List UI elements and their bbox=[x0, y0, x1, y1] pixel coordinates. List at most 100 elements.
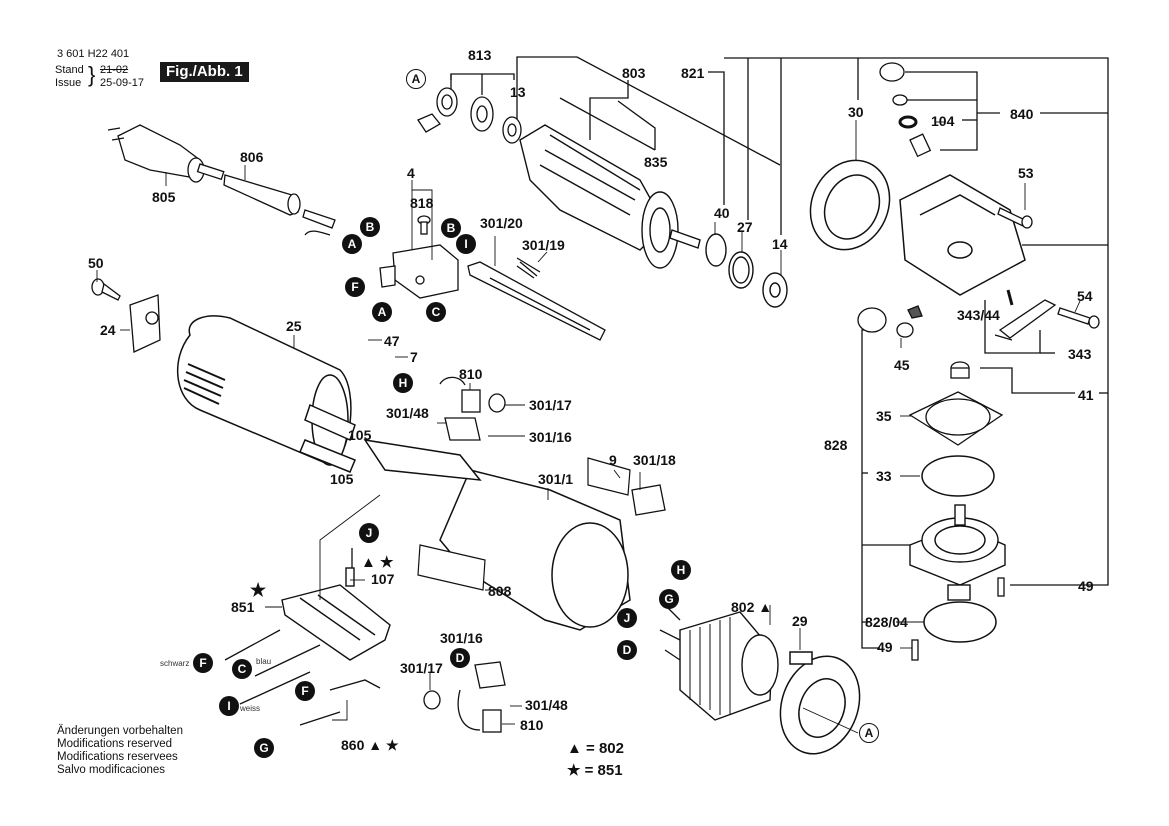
o-ring-33 bbox=[921, 455, 995, 497]
connector-c-blue: C bbox=[232, 659, 252, 679]
part-label-27[interactable]: 27 bbox=[737, 219, 753, 235]
part-label-301-16-lower[interactable]: 301/16 bbox=[440, 630, 483, 646]
part-label-802[interactable]: 802 ▲ bbox=[731, 599, 773, 615]
connector-c-switch: C bbox=[426, 302, 446, 322]
slide-bar-301-20 bbox=[467, 261, 606, 341]
part-label-49-right[interactable]: 49 bbox=[1078, 578, 1094, 594]
part-label-343[interactable]: 343 bbox=[1068, 346, 1092, 362]
part-label-821[interactable]: 821 bbox=[681, 65, 705, 81]
part-label-818[interactable]: 818 bbox=[410, 195, 434, 211]
part-label-107[interactable]: 107 bbox=[371, 571, 395, 587]
part-label-810-lower[interactable]: 810 bbox=[520, 717, 544, 733]
part-label-301-17-lower[interactable]: 301/17 bbox=[400, 660, 443, 676]
part-label-301-20[interactable]: 301/20 bbox=[480, 215, 523, 231]
part-label-343-44[interactable]: 343/44 bbox=[957, 307, 1000, 323]
leader-821 bbox=[708, 71, 725, 205]
part-label-808[interactable]: 808 bbox=[488, 583, 512, 599]
brace: } bbox=[88, 62, 96, 87]
part-label-54[interactable]: 54 bbox=[1077, 288, 1093, 304]
mark-107: ▲ ★ bbox=[361, 554, 394, 571]
air-guide-29 bbox=[779, 651, 861, 755]
part-label-9[interactable]: 9 bbox=[609, 452, 617, 468]
part-label-47[interactable]: 47 bbox=[384, 333, 400, 349]
part-label-45[interactable]: 45 bbox=[894, 357, 910, 373]
connector-a-open-bottom: A bbox=[859, 723, 879, 743]
stand-value: 21-02 bbox=[100, 64, 129, 76]
part-label-50[interactable]: 50 bbox=[88, 255, 104, 271]
part-label-24[interactable]: 24 bbox=[100, 322, 116, 338]
part-label-40[interactable]: 40 bbox=[714, 205, 730, 221]
connector-f-black: F bbox=[193, 653, 213, 673]
cord-sleeve-806 bbox=[223, 174, 336, 229]
part-label-29[interactable]: 29 bbox=[792, 613, 808, 629]
o-ring-828-04 bbox=[923, 601, 997, 643]
connector-f-switch: F bbox=[345, 277, 365, 297]
bearing-813 bbox=[417, 87, 522, 144]
part-label-835[interactable]: 835 bbox=[644, 154, 668, 170]
part-label-104[interactable]: 104 bbox=[931, 113, 955, 129]
part-label-803[interactable]: 803 bbox=[622, 65, 646, 81]
wire-color-black: schwarz bbox=[160, 659, 190, 668]
part-label-53[interactable]: 53 bbox=[1018, 165, 1034, 181]
part-label-860[interactable]: 860 ▲ ★ bbox=[341, 737, 399, 753]
part-label-301-19[interactable]: 301/19 bbox=[522, 237, 565, 253]
note-en: Modifications reserved bbox=[57, 738, 173, 750]
connector-h-brush: H bbox=[393, 373, 413, 393]
connector-h-field: H bbox=[671, 560, 691, 580]
part-label-13[interactable]: 13 bbox=[510, 84, 526, 100]
spindle-lock-30 bbox=[809, 159, 891, 251]
leader-13 bbox=[516, 56, 781, 166]
part-label-851[interactable]: 851 bbox=[231, 599, 255, 615]
part-label-828-04[interactable]: 828/04 bbox=[865, 614, 908, 630]
part-label-301-16-upper[interactable]: 301/16 bbox=[529, 429, 572, 445]
part-label-14[interactable]: 14 bbox=[772, 236, 788, 252]
part-label-35[interactable]: 35 bbox=[876, 408, 892, 424]
part-number: 3 601 H22 401 bbox=[57, 48, 130, 60]
wires bbox=[224, 230, 681, 726]
part-label-805[interactable]: 805 bbox=[152, 189, 176, 205]
connector-j-field: J bbox=[617, 608, 637, 628]
part-label-25[interactable]: 25 bbox=[286, 318, 302, 334]
connector-b-cord: B bbox=[360, 217, 380, 237]
connector-b-switch: B bbox=[441, 218, 461, 238]
part-label-7[interactable]: 7 bbox=[410, 349, 418, 365]
part-label-301-1[interactable]: 301/1 bbox=[538, 471, 574, 487]
part-label-105-b[interactable]: 105 bbox=[330, 471, 354, 487]
part-label-301-48-lower[interactable]: 301/48 bbox=[525, 697, 568, 713]
rings-40-27-14 bbox=[705, 233, 788, 308]
part-label-301-18[interactable]: 301/18 bbox=[633, 452, 676, 468]
note-fr: Modifications reservees bbox=[57, 751, 178, 763]
leader-803 bbox=[589, 80, 629, 140]
connector-a-cord: A bbox=[342, 234, 362, 254]
part-label-301-17-upper[interactable]: 301/17 bbox=[529, 397, 572, 413]
note-de: Änderungen vorbehalten bbox=[57, 725, 183, 737]
part-label-810-upper[interactable]: 810 bbox=[459, 366, 483, 382]
wire-color-blue: blau bbox=[256, 657, 272, 666]
gear-assembly-828 bbox=[909, 504, 1006, 601]
part-label-105-a[interactable]: 105 bbox=[348, 427, 372, 443]
power-plug-805 bbox=[107, 124, 225, 183]
part-label-828[interactable]: 828 bbox=[824, 437, 848, 453]
part-label-840[interactable]: 840 bbox=[1010, 106, 1034, 122]
part-label-41[interactable]: 41 bbox=[1078, 387, 1094, 403]
part-label-33[interactable]: 33 bbox=[876, 468, 892, 484]
part-label-806[interactable]: 806 bbox=[240, 149, 264, 165]
motor-housing-301-1 bbox=[363, 438, 631, 631]
issue-value: 25-09-17 bbox=[100, 77, 145, 89]
part-label-813[interactable]: 813 bbox=[468, 47, 492, 63]
part-label-30[interactable]: 30 bbox=[848, 104, 864, 120]
button-parts-840 bbox=[879, 62, 932, 158]
nameplate-808 bbox=[417, 544, 486, 591]
screws-49 bbox=[911, 577, 1005, 661]
field-coil-802 bbox=[679, 611, 779, 721]
stand-label: Stand bbox=[55, 64, 84, 76]
part-label-301-48-upper[interactable]: 301/48 bbox=[386, 405, 429, 421]
connector-d-field: D bbox=[617, 640, 637, 660]
part-label-4[interactable]: 4 bbox=[407, 165, 415, 181]
mark-851: ★ bbox=[250, 580, 267, 600]
screw-818 bbox=[417, 215, 431, 235]
brush-holder-lower bbox=[423, 661, 506, 733]
part-label-49-bottom[interactable]: 49 bbox=[877, 639, 893, 655]
connector-i-white: I bbox=[219, 696, 239, 716]
